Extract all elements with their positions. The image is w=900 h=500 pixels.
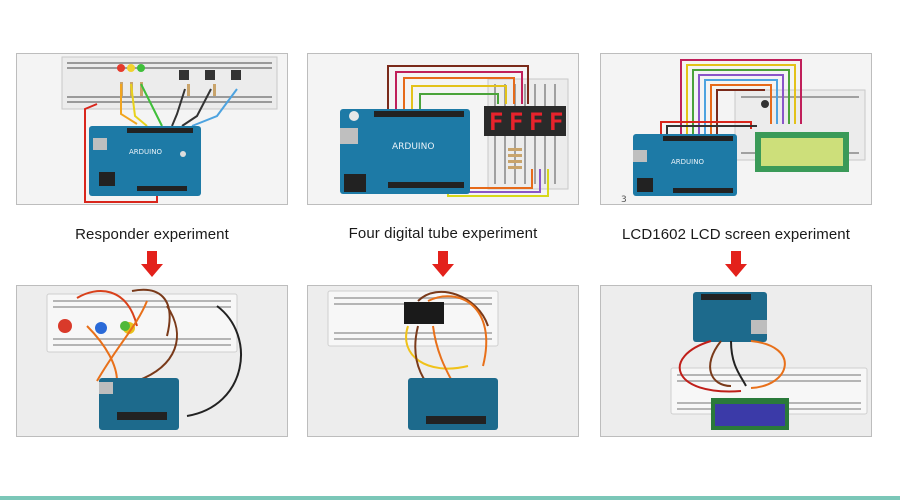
caption-lcd1602: LCD1602 LCD screen experiment — [621, 226, 850, 243]
four-digit-tube-photo — [307, 285, 579, 437]
svg-text:F: F — [529, 108, 543, 136]
lcd1602-diagram: ARDUINO 3 — [600, 53, 872, 205]
green-button-icon — [120, 321, 130, 331]
svg-text:ARDUINO: ARDUINO — [671, 158, 704, 166]
caption-responder: Responder experiment — [75, 226, 229, 243]
bottom-accent-line — [0, 496, 900, 500]
green-led-icon — [137, 64, 145, 72]
arduino-board-icon — [340, 109, 470, 194]
lcd1602-photo — [600, 285, 872, 437]
down-arrow-icon — [432, 251, 454, 277]
svg-text:3: 3 — [621, 195, 627, 204]
responder-photo — [16, 285, 288, 437]
svg-text:F: F — [509, 108, 523, 136]
seven-segment-display-icon — [404, 302, 444, 324]
arduino-board-icon — [693, 292, 767, 342]
arduino-board-icon — [89, 126, 201, 196]
svg-text:ARDUINO: ARDUINO — [129, 148, 162, 156]
svg-text:ARDUINO: ARDUINO — [392, 142, 434, 152]
yellow-led-icon — [127, 64, 135, 72]
down-arrow-icon — [725, 251, 747, 277]
seven-segment-display-icon — [484, 106, 566, 136]
down-arrow-icon — [141, 251, 163, 277]
svg-text:F: F — [489, 108, 503, 136]
responder-diagram: ARDUINO — [16, 53, 288, 205]
red-button-icon — [58, 319, 72, 333]
four-digit-tube-diagram: F F F F ARDUINO — [307, 53, 579, 205]
arduino-board-icon — [633, 134, 737, 196]
red-led-icon — [117, 64, 125, 72]
svg-text:F: F — [549, 108, 563, 136]
caption-four-digit-tube: Four digital tube experiment — [348, 225, 538, 242]
blue-button-icon — [95, 322, 107, 334]
